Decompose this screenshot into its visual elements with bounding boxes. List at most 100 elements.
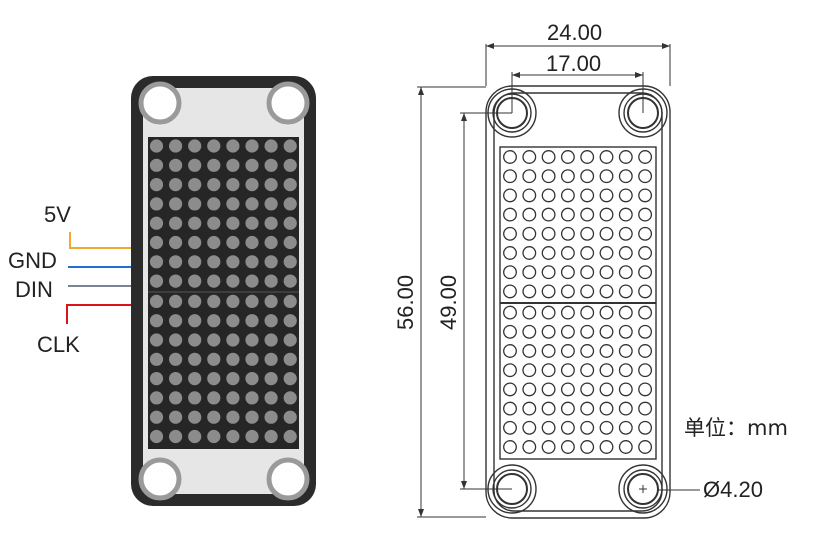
drawing-led-circle <box>580 305 595 320</box>
led-dot <box>264 352 278 366</box>
led-dot <box>226 197 240 211</box>
led-dot <box>207 158 221 172</box>
drawing-led-circle <box>522 226 537 241</box>
led-dot <box>226 314 240 328</box>
led-dot <box>264 139 278 153</box>
drawing-hole-bottom-right <box>618 464 668 514</box>
drawing-led-circle <box>560 226 575 241</box>
drawing-led-circle <box>618 150 633 164</box>
led-dot <box>264 294 278 308</box>
dim-hole-spacing-x: 17.00 <box>546 51 602 76</box>
led-dot <box>188 410 202 424</box>
led-dot <box>207 178 221 192</box>
mount-hole-icon <box>266 457 310 501</box>
drawing-led-circle <box>522 207 537 222</box>
led-dot <box>169 158 183 172</box>
unit-label: 单位：mm <box>684 416 788 440</box>
drawing-outline <box>485 85 671 519</box>
drawing-led-circle <box>541 284 556 299</box>
drawing-led-circle <box>522 420 537 435</box>
led-dot <box>207 235 221 250</box>
drawing-led-circle <box>560 265 575 280</box>
pin-label-gnd: GND <box>8 248 57 273</box>
drawing-led-circle <box>638 420 653 435</box>
drawing-led-circle <box>618 401 633 416</box>
dim-hole-diameter: Ø4.20 <box>703 477 763 502</box>
led-dot <box>283 197 297 211</box>
led-dot <box>283 139 297 153</box>
led-dot <box>188 333 202 347</box>
drawing-led-circle <box>522 401 537 416</box>
drawing-led-circle <box>599 207 614 222</box>
drawing-led-circle <box>638 401 653 416</box>
drawing-led-circle <box>503 169 517 184</box>
led-dot <box>169 255 183 269</box>
drawing-led-circle <box>541 401 556 416</box>
led-dots <box>149 139 297 444</box>
drawing-led-circle <box>618 284 633 299</box>
drawing-led-circles <box>503 150 653 454</box>
led-dot <box>207 391 221 405</box>
wire-clk <box>66 304 131 324</box>
drawing-led-circle <box>522 363 537 378</box>
led-dot <box>169 352 183 366</box>
led-dot <box>226 235 240 250</box>
drawing-led-circle <box>560 284 575 299</box>
drawing-led-circle <box>560 246 575 260</box>
led-dot <box>245 178 259 192</box>
led-dot <box>226 333 240 347</box>
led-dot <box>245 255 259 269</box>
drawing-led-circle <box>560 324 575 339</box>
led-dot <box>207 352 221 366</box>
drawing-led-circle <box>618 207 633 222</box>
drawing-led-circle <box>599 188 614 203</box>
led-dot <box>264 197 278 211</box>
drawing-led-circle <box>599 401 614 416</box>
drawing-led-circle <box>560 440 575 454</box>
led-dot <box>226 429 240 444</box>
drawing-led-circle <box>638 169 653 184</box>
pin-label-clk: CLK <box>37 332 80 357</box>
drawing-led-circle <box>599 169 614 184</box>
drawing-led-circle <box>618 363 633 378</box>
led-dot <box>283 178 297 192</box>
drawing-led-circle <box>503 150 517 164</box>
led-dot <box>188 372 202 386</box>
drawing-led-circle <box>618 440 633 454</box>
led-dot <box>169 197 183 211</box>
led-dot <box>169 216 183 230</box>
led-dot <box>283 314 297 328</box>
drawing-led-circle <box>599 284 614 299</box>
led-dot <box>245 139 259 153</box>
led-dot <box>149 235 164 250</box>
led-dot <box>169 333 183 347</box>
led-dot <box>283 391 297 405</box>
drawing-led-circle <box>618 169 633 184</box>
pin-label-din: DIN <box>15 277 53 302</box>
pin-label-5v: 5V <box>44 202 71 227</box>
drawing-led-circle <box>618 420 633 435</box>
drawing-led-circle <box>503 382 517 397</box>
led-dot <box>245 294 259 308</box>
led-dot <box>264 391 278 405</box>
drawing-led-circle <box>638 305 653 320</box>
mount-hole-icon <box>138 457 182 501</box>
led-dot <box>226 216 240 230</box>
drawing-led-circle <box>599 324 614 339</box>
led-dot <box>149 352 164 366</box>
led-dot <box>169 294 183 308</box>
led-dot <box>188 294 202 308</box>
drawing-led-circle <box>560 401 575 416</box>
led-dot <box>283 333 297 347</box>
drawing-led-circle <box>503 401 517 416</box>
led-dot <box>283 410 297 424</box>
led-dot <box>188 391 202 405</box>
drawing-led-circle <box>580 284 595 299</box>
drawing-led-circle <box>638 246 653 260</box>
led-dot <box>283 255 297 269</box>
led-dot <box>264 410 278 424</box>
drawing-led-circle <box>503 440 517 454</box>
led-dot <box>264 274 278 288</box>
led-dot <box>283 158 297 172</box>
drawing-led-circle <box>580 382 595 397</box>
